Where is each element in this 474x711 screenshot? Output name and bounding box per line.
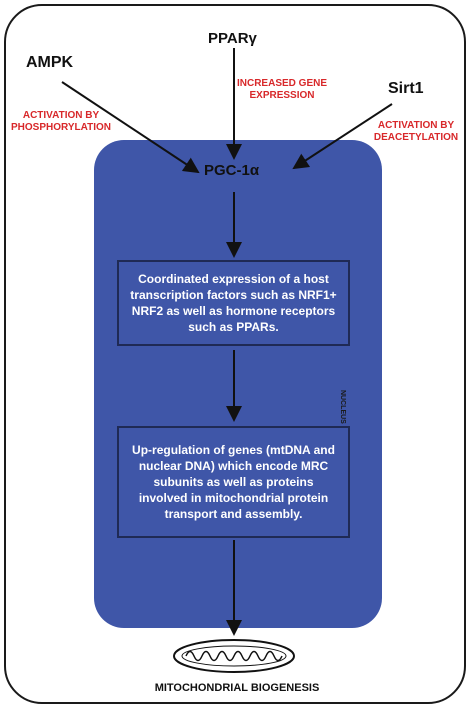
ppar-mechanism: INCREASED GENE EXPRESSION xyxy=(236,78,327,101)
gene-upregulation-box: Up-regulation of genes (mtDNA and nuclea… xyxy=(117,426,350,538)
sirt1-label: Sirt1 xyxy=(388,80,424,97)
ppar-label: PPARγ xyxy=(208,30,257,47)
mitochondrial-biogenesis-label: MITOCHONDRIAL BIOGENESIS xyxy=(154,682,320,694)
ampk-label: AMPK xyxy=(26,54,74,71)
sirt1-mechanism: ACTIVATION BY DEACETYLATION xyxy=(373,120,459,143)
mitochondrion-icon xyxy=(173,639,295,673)
pgc1a-label: PGC-1α xyxy=(204,162,260,179)
arrow-sirt1-to-pgc xyxy=(292,103,393,170)
nucleus-label: NUCLEUS xyxy=(339,390,346,424)
ampk-mechanism: ACTIVATION BY PHOSPHORYLATION xyxy=(10,110,111,133)
nucleus xyxy=(94,140,382,628)
transcription-factor-box: Coordinated expression of a host transcr… xyxy=(117,260,350,346)
arrow-ampk-to-pgc xyxy=(61,81,200,174)
cell-outline xyxy=(4,4,466,704)
